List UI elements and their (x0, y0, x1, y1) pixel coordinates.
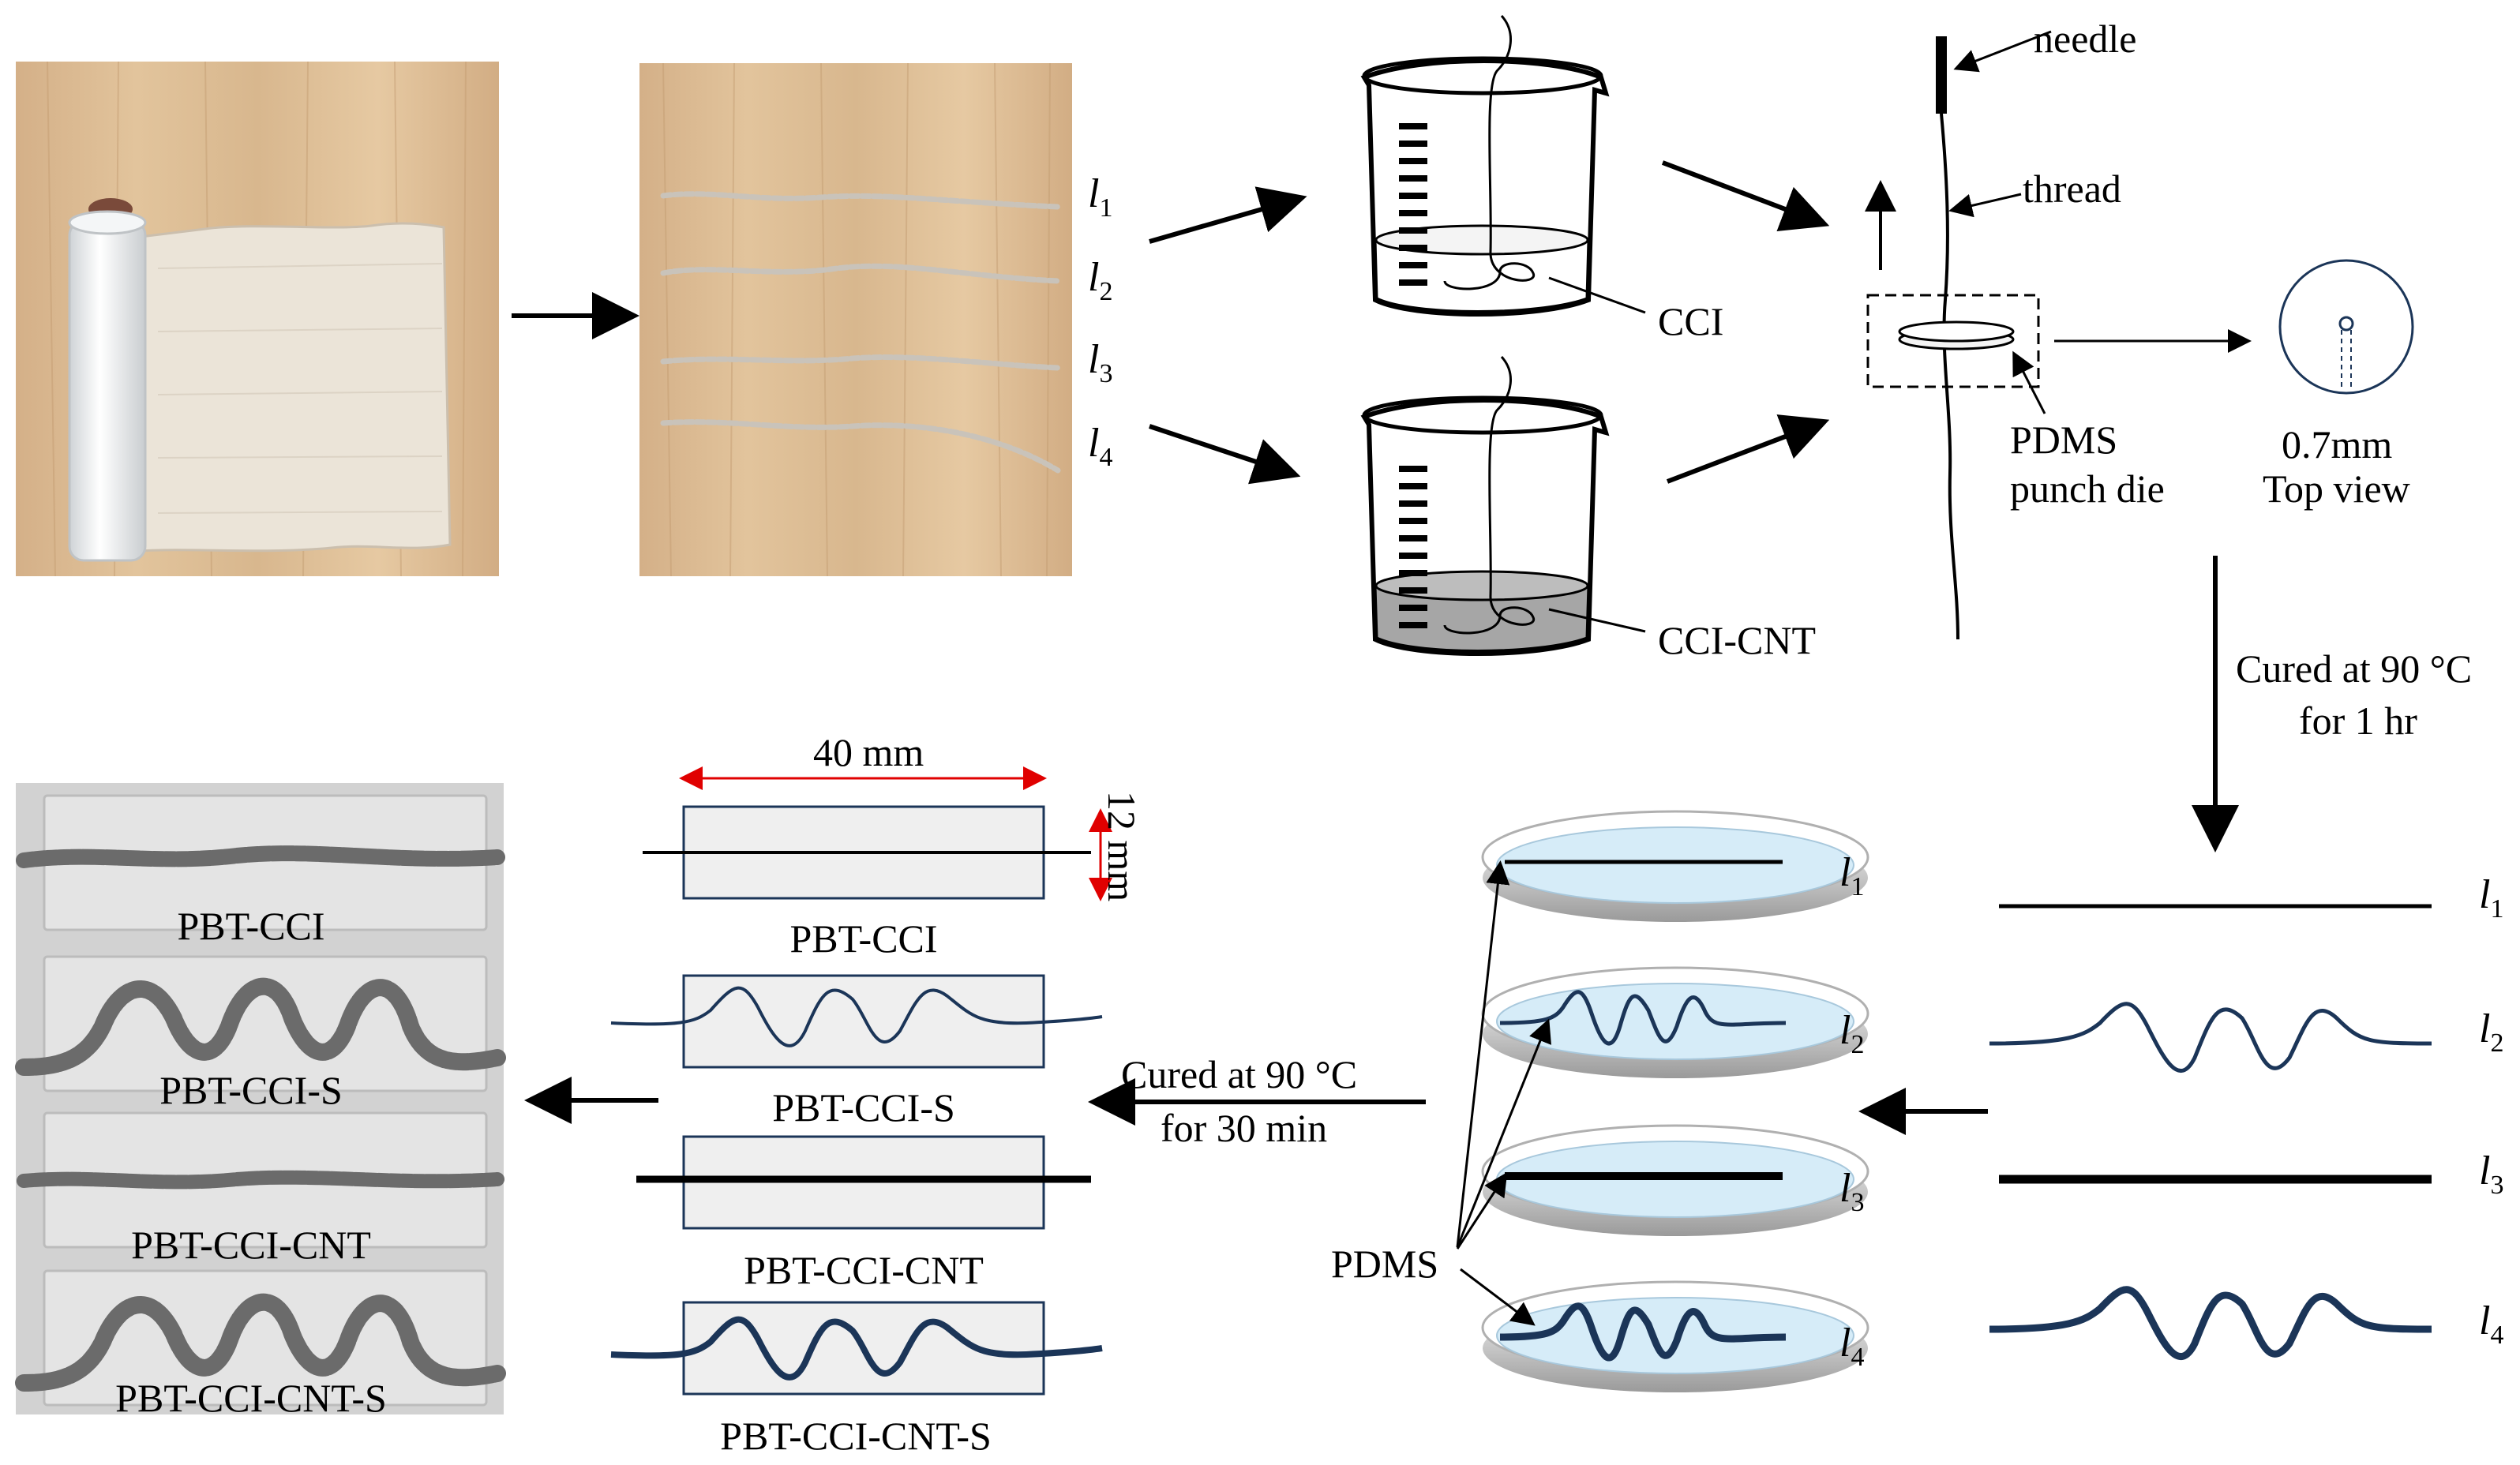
dimension-annotations (679, 766, 1112, 901)
svg-text:l4: l4 (1088, 421, 1112, 472)
fabric-sheet (139, 222, 452, 553)
cure2-line1: Cured at 90 °C (1121, 1052, 1357, 1096)
thread-line (1940, 113, 1959, 640)
cured-threads (1989, 904, 2432, 1360)
cured-thread-l4 (1989, 1286, 2432, 1360)
svg-text:l3: l3 (1088, 337, 1112, 388)
cured-thread-l2 (1989, 1002, 2432, 1073)
petri-dish-3 (1481, 1124, 1869, 1236)
svg-text:l2: l2 (2479, 1006, 2503, 1058)
svg-text:l4: l4 (1839, 1321, 1864, 1372)
cure1-line2: for 1 hr (2299, 699, 2417, 743)
photo-label-3: PBT-CCI-CNT (131, 1223, 371, 1267)
svg-text:l1: l1 (1839, 850, 1864, 901)
cci-cnt-label: CCI-CNT (1658, 618, 1816, 662)
schematic-pbt-cci-cnt (636, 1135, 1091, 1230)
thread-photo-3 (660, 354, 1061, 371)
arrow-l1-to-cci-beaker (1149, 186, 1307, 244)
height-dimension: 12 mm (1100, 791, 1144, 901)
photo-samples (15, 783, 506, 1414)
petri-dish-1 (1481, 810, 1869, 922)
thread-photo-1 (660, 191, 1061, 210)
schematic-pbt-cci (643, 805, 1091, 900)
photo-label-4: PBT-CCI-CNT-S (115, 1376, 387, 1420)
svg-text:l2: l2 (1088, 255, 1112, 306)
arrow-l4-to-cnt-beaker (1149, 424, 1301, 485)
photo-label-2: PBT-CCI-S (159, 1068, 343, 1112)
pdms-punch-label-1: PDMS (2010, 418, 2117, 462)
needle-label: needle (2034, 17, 2136, 61)
arrow-cci-to-needle (1661, 160, 1830, 231)
cure2-line2: for 30 min (1161, 1106, 1327, 1150)
photo-fabric-roll (16, 61, 499, 577)
needle-assembly (1866, 36, 2040, 640)
petri-dish-4 (1481, 1280, 1869, 1392)
thread-labels-dishes: l1 l2 l3 l4 (1839, 850, 1864, 1372)
schematic-label-4: PBT-CCI-CNT-S (720, 1414, 992, 1458)
schematic-label-3: PBT-CCI-CNT (744, 1248, 984, 1292)
pdms-pointers (1456, 860, 1551, 1326)
beaker-cci (1360, 14, 1610, 317)
schematic-label-1: PBT-CCI (789, 916, 937, 961)
punch-die-box (1866, 294, 2040, 388)
top-view-label: Top view (2263, 466, 2410, 511)
thread-in-cci (1443, 14, 1536, 290)
photo-label-1: PBT-CCI (177, 904, 324, 948)
thread-in-cnt (1443, 355, 1536, 635)
hole-size-label: 0.7mm (2282, 422, 2392, 466)
pdms-label: PDMS (1331, 1242, 1438, 1286)
thread-photo-4 (660, 419, 1061, 474)
svg-text:l4: l4 (2479, 1298, 2503, 1350)
needle (1936, 36, 1947, 114)
beaker-cci-cnt (1360, 355, 1610, 656)
schematic-pbt-cci-s (610, 974, 1103, 1069)
schematic-label-2: PBT-CCI-S (772, 1085, 955, 1130)
svg-text:l1: l1 (2479, 872, 2503, 924)
arrow-cnt-to-needle (1666, 414, 1830, 484)
top-view-drawing (2278, 259, 2414, 395)
thread-labels-photo: l1 l2 l3 l4 (1088, 171, 1112, 472)
schematic-pbt-cci-cnt-s (610, 1301, 1103, 1396)
width-dimension: 40 mm (813, 730, 924, 774)
svg-text:l3: l3 (1839, 1166, 1864, 1217)
svg-text:l1: l1 (1088, 171, 1112, 223)
svg-text:l3: l3 (2479, 1148, 2503, 1200)
petri-dish-2 (1481, 966, 1869, 1078)
thread-photo-2 (660, 263, 1061, 284)
cure1-line1: Cured at 90 °C (2236, 646, 2472, 691)
photo-threads (639, 62, 1072, 577)
pdms-punch-label-2: punch die (2010, 466, 2165, 511)
thread-label: thread (2023, 167, 2121, 211)
thread-labels-cured: l1 l2 l3 l4 (2479, 872, 2503, 1350)
cci-label: CCI (1658, 299, 1723, 343)
svg-text:l2: l2 (1839, 1008, 1864, 1059)
fabric-roll (68, 219, 147, 562)
